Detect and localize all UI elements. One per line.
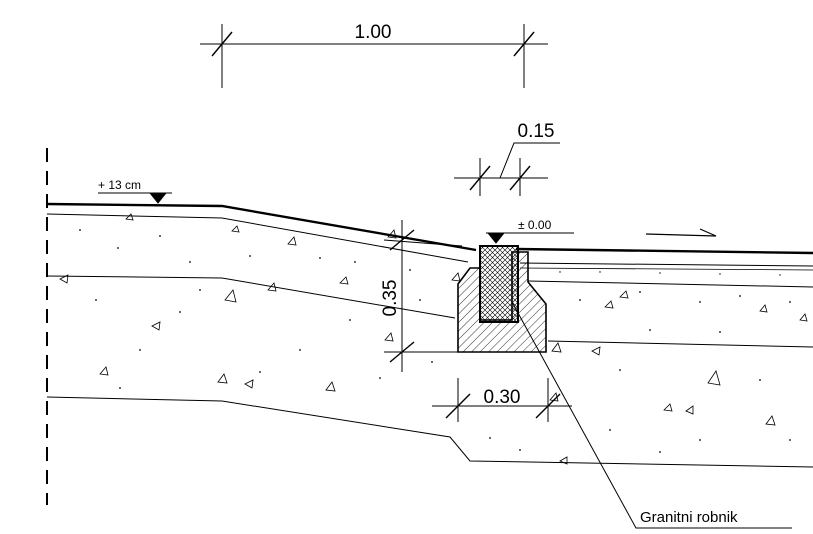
dimension-curb-base: [432, 378, 572, 422]
right-base-line: [527, 280, 813, 288]
subbase-bottom-line: [46, 396, 813, 468]
right-asphalt-line-2: [519, 267, 813, 271]
level-marker-curb: [486, 232, 574, 244]
right-subbase-line: [547, 340, 813, 348]
aggregate-dots: [79, 229, 791, 453]
slope-arrow-icon: [645, 228, 717, 237]
dimension-curb-height: [383, 220, 463, 372]
granite-curb: [479, 245, 519, 323]
level-left-label: + 13 cm: [98, 178, 141, 192]
dimension-curb-base-label: 0.30: [484, 387, 521, 408]
road-surface-right: [515, 247, 813, 255]
level-curb-label: ± 0.00: [518, 218, 552, 232]
dimension-top-label: 1.00: [355, 22, 392, 43]
callout-leader: [511, 301, 792, 529]
road-surface-left: [46, 202, 477, 252]
dimension-curb-height-label: 0.35: [380, 280, 401, 317]
dimension-top: [200, 24, 548, 88]
dimension-curb-top-label: 0.15: [518, 121, 555, 142]
base-layer-line: [46, 275, 456, 319]
dimension-curb-top: [454, 142, 560, 196]
level-marker-left: [98, 192, 172, 204]
right-asphalt-line: [519, 262, 813, 267]
asphalt-base-line: [46, 213, 469, 263]
aggregate-symbols: [59, 213, 808, 465]
callout-label: Granitni robnik: [640, 509, 738, 526]
